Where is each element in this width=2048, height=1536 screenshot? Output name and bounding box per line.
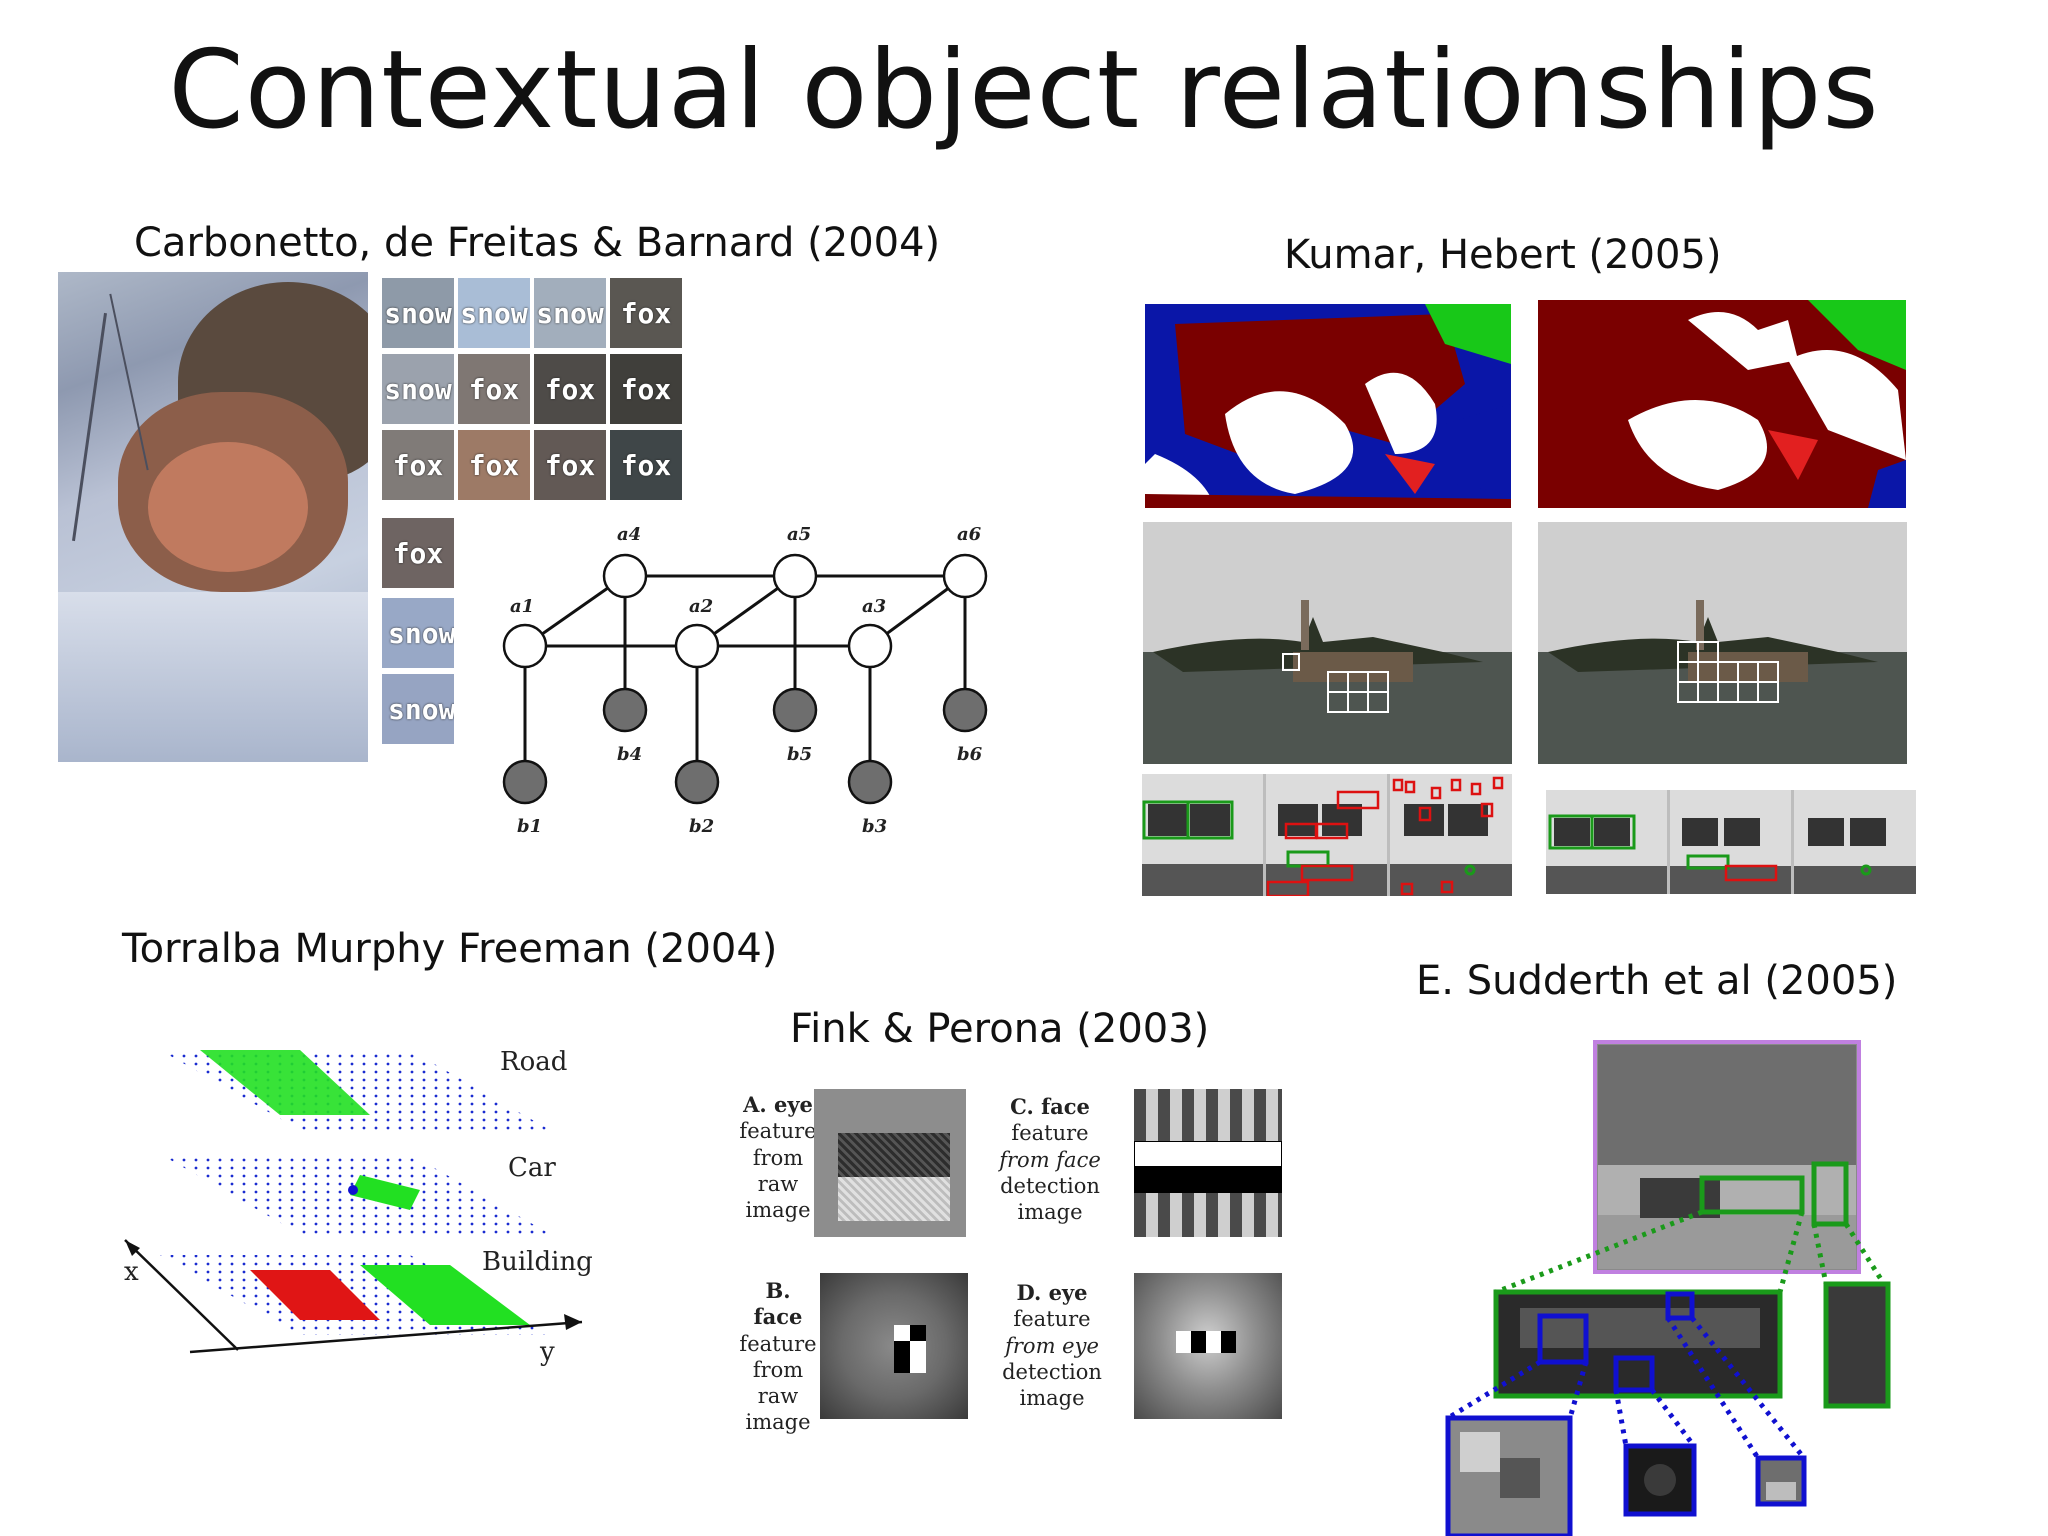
torralba-citation: Torralba Murphy Freeman (2004) (122, 926, 778, 972)
panel-b-caption: B. face feature from raw image (738, 1278, 818, 1436)
caption-line: image (745, 1410, 811, 1435)
label-grid: snow snow snow fox snow fox fox fox fox … (382, 278, 692, 758)
panel-d-image (1134, 1273, 1282, 1419)
car-location-dot (348, 1185, 358, 1195)
venice-photo-left (1143, 522, 1512, 764)
caption-line: C. face (1010, 1094, 1090, 1119)
caption-line: A. eye (743, 1092, 813, 1117)
label-b1: b1 (517, 816, 542, 837)
grid-cell: fox (534, 354, 606, 424)
label-b3: b3 (862, 816, 887, 837)
road-label: Road (500, 1047, 567, 1077)
person-crop (1823, 1281, 1891, 1409)
caption-line: from face (999, 1147, 1101, 1172)
grid-cell: fox (534, 430, 606, 500)
caption-line: detection (1002, 1359, 1102, 1384)
fink-citation: Fink & Perona (2003) (790, 1006, 1210, 1052)
grid-cell: snow (382, 674, 454, 744)
carbonetto-citation: Carbonetto, de Freitas & Barnard (2004) (134, 220, 941, 266)
grid-cell: fox (382, 518, 454, 588)
office-scenes-left (1142, 774, 1512, 896)
grid-cell: fox (458, 354, 530, 424)
caption-line: image (745, 1198, 811, 1222)
panel-a-caption: A. eye feature from raw image (738, 1092, 818, 1223)
node-a5 (772, 553, 818, 599)
torralba-layered-planes: Road Car Building x y (124, 1047, 593, 1367)
caption-line: detection (1000, 1173, 1100, 1198)
grid-cell: fox (610, 430, 682, 500)
caption-line: from (752, 1357, 804, 1382)
kumar-citation: Kumar, Hebert (2005) (1284, 232, 1722, 278)
grid-cell: fox (458, 430, 530, 500)
caption-line: B. face (753, 1278, 803, 1330)
sudderth-hierarchy (1445, 1040, 1891, 1536)
wheel-box (1537, 1313, 1589, 1365)
segmentation-map-right (1538, 300, 1906, 508)
caption-line: feature (739, 1331, 817, 1356)
y-axis-label: y (539, 1337, 555, 1367)
car-box (1699, 1175, 1805, 1215)
panel-d-caption: D. eye feature from eye detection image (992, 1280, 1112, 1411)
label-b4: b4 (617, 744, 642, 765)
caption-line: feature (1011, 1121, 1089, 1146)
grid-cell: fox (382, 430, 454, 500)
label-a4: a4 (617, 524, 641, 545)
caption-line: image (1017, 1200, 1083, 1224)
caption-line: raw (757, 1171, 799, 1196)
graphical-model: a4 a5 a6 a1 a2 a3 b4 b5 b6 b1 b2 b3 (502, 524, 988, 837)
caption-line: image (1019, 1386, 1085, 1410)
person-box (1811, 1161, 1849, 1227)
label-b2: b2 (689, 816, 714, 837)
grid-cell: fox (610, 354, 682, 424)
node-b1 (502, 759, 548, 805)
x-axis-label: x (124, 1257, 139, 1287)
caption-line: feature (739, 1119, 817, 1144)
grid-cell: snow (382, 598, 454, 668)
venice-photo-right (1538, 522, 1907, 764)
node-b4 (602, 687, 648, 733)
grid-cell: snow (382, 354, 454, 424)
panel-c-image (1134, 1089, 1282, 1237)
grid-cell: snow (382, 278, 454, 348)
caption-line: from eye (1005, 1333, 1099, 1358)
node-a2 (674, 623, 720, 669)
label-b5: b5 (787, 744, 812, 765)
panel-b-image (820, 1273, 968, 1419)
label-a6: a6 (957, 524, 982, 545)
grid-cell: snow (534, 278, 606, 348)
label-a1: a1 (510, 596, 534, 617)
node-a4 (602, 553, 648, 599)
label-b6: b6 (957, 744, 983, 765)
sudderth-citation: E. Sudderth et al (2005) (1416, 958, 1898, 1004)
y-axis (189, 1320, 583, 1354)
office-scenes-right (1546, 790, 1916, 894)
x-axis (124, 1239, 239, 1351)
car-label: Car (508, 1153, 556, 1183)
node-a6 (942, 553, 988, 599)
grid-cell: fox (610, 278, 682, 348)
node-b2 (674, 759, 720, 805)
label-a3: a3 (862, 596, 886, 617)
label-a2: a2 (689, 596, 713, 617)
grid-cell: snow (458, 278, 530, 348)
node-b5 (772, 687, 818, 733)
panel-c-caption: C. face feature from face detection imag… (990, 1094, 1110, 1225)
building-label: Building (482, 1247, 593, 1277)
caption-line: raw (757, 1384, 799, 1408)
node-a1 (502, 623, 548, 669)
caption-line: D. eye (1016, 1280, 1088, 1305)
node-b6 (942, 687, 988, 733)
label-a5: a5 (787, 524, 811, 545)
fox-snow-image (58, 272, 368, 762)
node-b3 (847, 759, 893, 805)
part-box (1613, 1355, 1655, 1393)
node-a3 (847, 623, 893, 669)
slide-title: Contextual object relationships (168, 28, 1880, 153)
segmentation-map-left (1145, 304, 1511, 508)
panel-a-image (814, 1089, 966, 1237)
caption-line: feature (1013, 1307, 1091, 1332)
window-box (1665, 1291, 1695, 1321)
caption-line: from (752, 1145, 804, 1170)
